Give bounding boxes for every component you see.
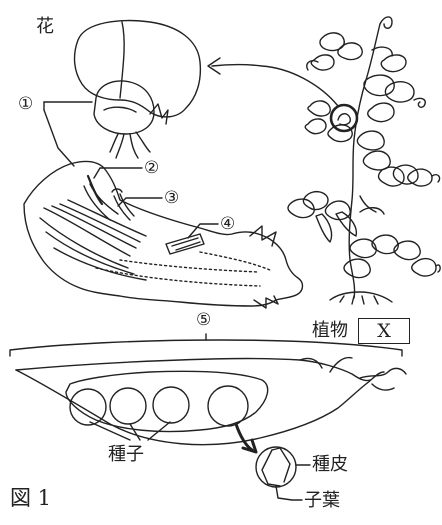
flower-label: 花 [36, 18, 54, 36]
figure-caption: 図 1 [10, 488, 51, 509]
label-1: ① [18, 96, 33, 113]
pointer-arrow [208, 58, 338, 106]
label-4: ④ [220, 216, 235, 233]
seeds-label: 種子 [108, 446, 144, 464]
seed-coat-label: 種皮 [312, 456, 348, 474]
plant-x-box: X [358, 318, 410, 344]
pea-pod [10, 334, 406, 452]
seed-detail [256, 447, 310, 500]
plant-label: 植物 [312, 322, 348, 340]
flower-drawing [75, 21, 201, 158]
label-5: ⑤ [196, 312, 211, 329]
label-2: ② [144, 160, 159, 177]
pea-plant [288, 17, 440, 304]
cotyledon-label: 子葉 [304, 492, 340, 510]
label-1-leaders [44, 102, 92, 166]
label-3: ③ [164, 190, 179, 207]
flower-cross-section [24, 161, 303, 308]
seed-leaders [90, 422, 170, 440]
